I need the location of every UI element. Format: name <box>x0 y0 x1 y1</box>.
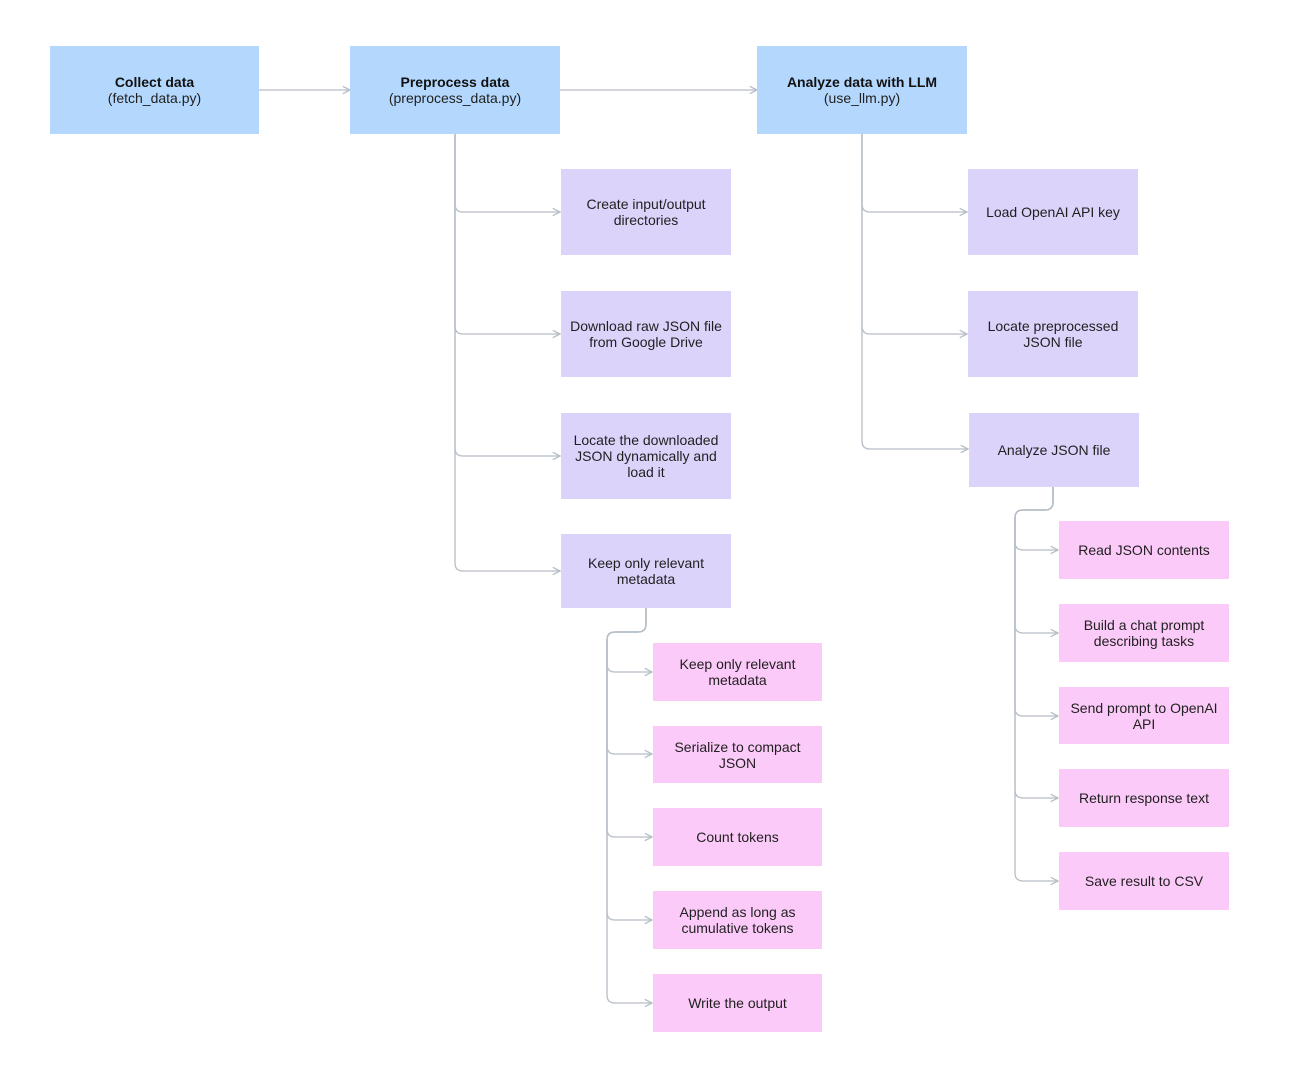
branch-preprocess-1 <box>454 134 560 212</box>
branch-metadata-1 <box>606 608 652 672</box>
node-label: Append as long as cumulative tokens <box>679 904 796 936</box>
node-download-json: Download raw JSON file from Google Drive <box>561 291 731 377</box>
node-label: Build a chat prompt describing tasks <box>1083 617 1205 649</box>
node-label: Send prompt to OpenAI API <box>1070 699 1218 732</box>
node-label: Read JSON contents <box>1078 542 1210 558</box>
node-subtitle: (preprocess_data.py) <box>388 90 522 106</box>
node-sub-keep-metadata: Keep only relevant metadata <box>653 643 822 701</box>
node-analyze-json-file: Analyze JSON file <box>969 413 1139 487</box>
node-label: Locate the downloaded JSON dynamically a… <box>573 432 719 480</box>
branch-analyzejson-5 <box>1014 487 1058 881</box>
node-sub-count-tokens: Count tokens <box>653 808 822 866</box>
node-title: Analyze data with LLM <box>786 74 938 90</box>
branch-analyze-2 <box>861 134 967 334</box>
node-sub-return-response: Return response text <box>1059 769 1229 827</box>
node-locate-downloaded-json: Locate the downloaded JSON dynamically a… <box>561 413 731 499</box>
node-sub-send-prompt: Send prompt to OpenAI API <box>1059 687 1229 744</box>
node-sub-save-csv: Save result to CSV <box>1059 852 1229 910</box>
node-title: Preprocess data <box>400 74 510 90</box>
branch-metadata-2 <box>606 608 652 754</box>
branch-preprocess-4 <box>454 134 560 571</box>
branch-analyzejson-3 <box>1014 487 1058 716</box>
branch-analyze-1 <box>861 134 967 212</box>
node-label: Save result to CSV <box>1084 873 1204 889</box>
node-title: Collect data <box>114 74 195 90</box>
node-label: Load OpenAI API key <box>986 204 1120 220</box>
node-create-directories: Create input/output directories <box>561 169 731 255</box>
node-load-api-key: Load OpenAI API key <box>968 169 1138 255</box>
node-label: Keep only relevant metadata <box>679 656 796 688</box>
node-analyze-data: Analyze data with LLM (use_llm.py) <box>757 46 967 134</box>
node-label: Serialize to compact JSON <box>674 738 801 771</box>
branch-analyze-3 <box>861 134 968 449</box>
node-label: Return response text <box>1079 790 1209 806</box>
node-sub-build-prompt: Build a chat prompt describing tasks <box>1059 604 1229 662</box>
branch-preprocess-3 <box>454 134 560 456</box>
node-sub-append-tokens: Append as long as cumulative tokens <box>653 891 822 949</box>
node-collect-data: Collect data (fetch_data.py) <box>50 46 259 134</box>
node-sub-write-output: Write the output <box>653 974 822 1032</box>
branch-metadata-3 <box>606 608 652 837</box>
node-label: Locate preprocessed JSON file <box>987 318 1119 350</box>
node-label: Write the output <box>688 995 787 1011</box>
node-subtitle: (use_llm.py) <box>823 90 901 106</box>
node-label: Create input/output directories <box>586 196 706 228</box>
node-subtitle: (fetch_data.py) <box>107 90 202 106</box>
node-sub-serialize-json: Serialize to compact JSON <box>653 726 822 783</box>
node-label: Download raw JSON file from Google Drive <box>570 318 722 350</box>
branch-preprocess-2 <box>454 134 560 334</box>
branch-analyzejson-2 <box>1014 487 1058 633</box>
node-sub-read-json: Read JSON contents <box>1059 521 1229 579</box>
node-preprocess-data: Preprocess data (preprocess_data.py) <box>350 46 560 134</box>
branch-metadata-4 <box>606 608 652 920</box>
node-label: Keep only relevant metadata <box>588 555 704 587</box>
node-keep-relevant-metadata: Keep only relevant metadata <box>561 534 731 608</box>
node-locate-preprocessed-json: Locate preprocessed JSON file <box>968 291 1138 377</box>
branch-analyzejson-4 <box>1014 487 1058 798</box>
node-label: Analyze JSON file <box>997 442 1111 458</box>
branch-analyzejson-1 <box>1014 487 1058 550</box>
branch-metadata-5 <box>606 608 652 1003</box>
node-label: Count tokens <box>696 829 779 845</box>
